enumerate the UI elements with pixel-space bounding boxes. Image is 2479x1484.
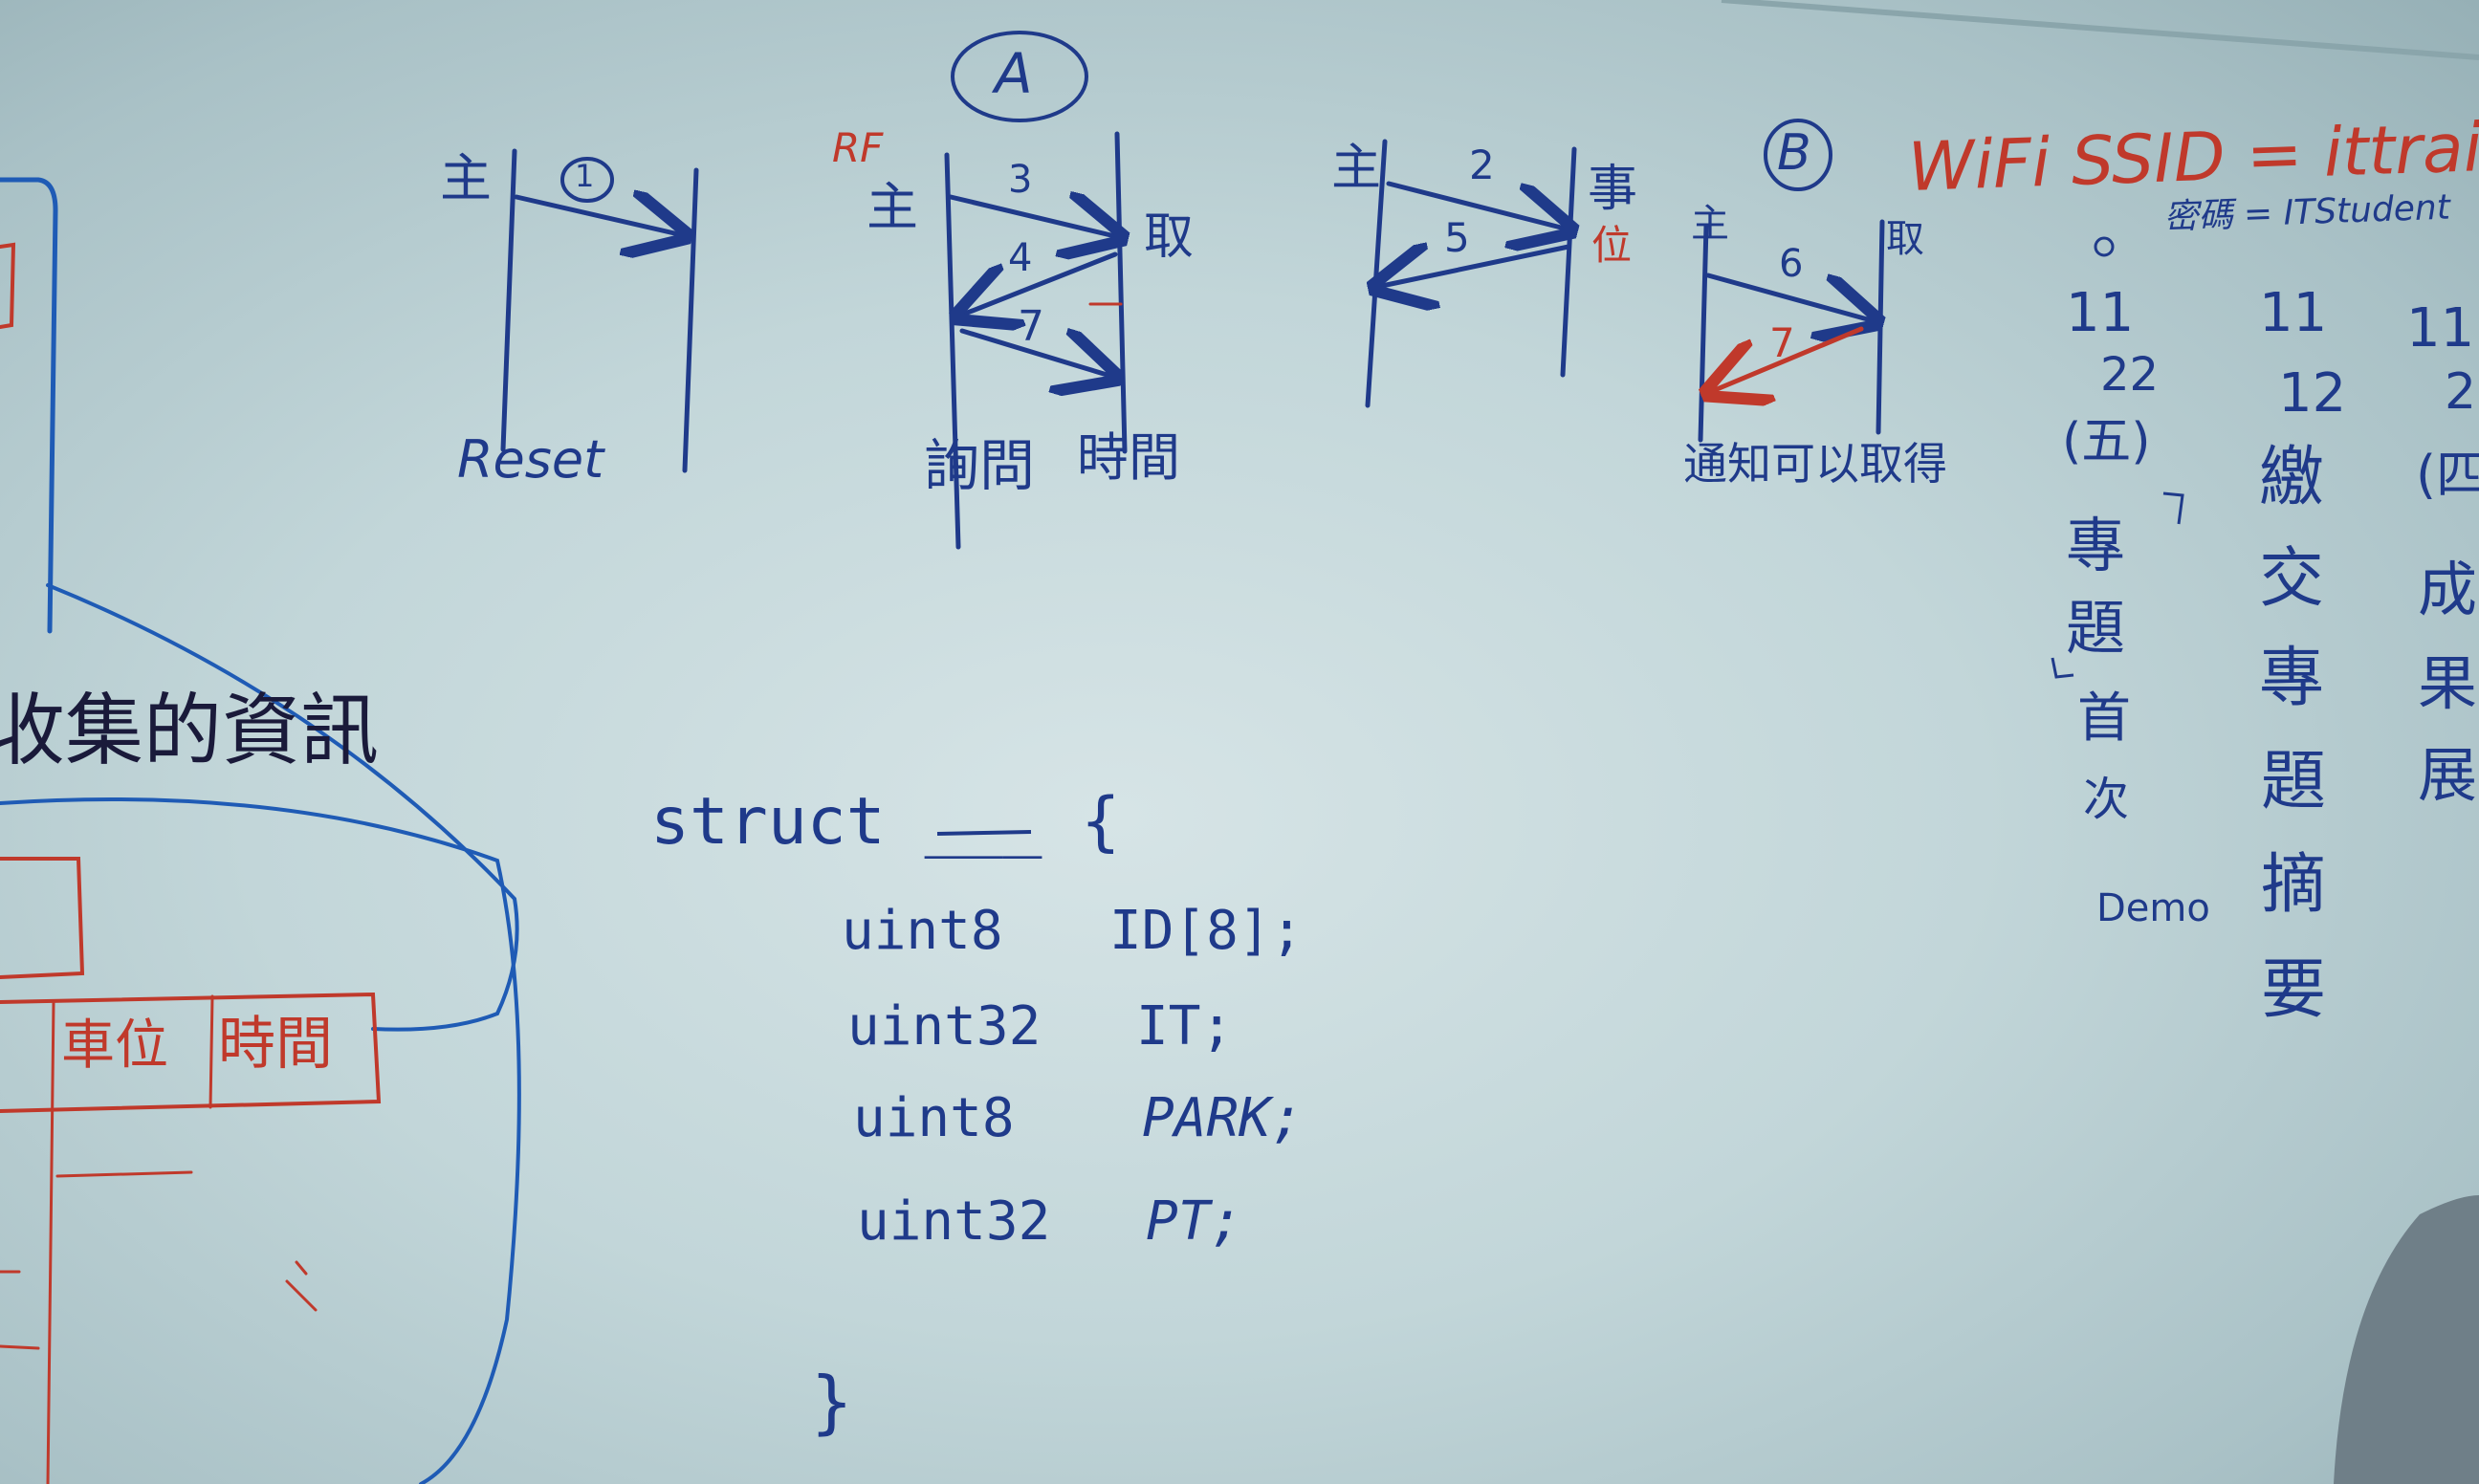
diagram-1-number: 1 xyxy=(575,158,595,194)
schedule-1-weekday: (五) xyxy=(2062,413,2151,470)
field-3-type: uint8 xyxy=(853,1087,1015,1149)
lifeline-right xyxy=(1114,131,1128,454)
diagram-a-arrow-3: 3 xyxy=(1008,158,1033,202)
diagram-b-right-label: 取 xyxy=(1886,217,1924,261)
schedule-2-char-3: 專 xyxy=(2259,641,2325,716)
diagram-a-circle-label: A xyxy=(995,41,1033,106)
circle-a xyxy=(951,31,1088,122)
diagram-b-arrow-7: 7 xyxy=(1769,319,1795,366)
diagram-b-bottom-label: 通知可以取得 xyxy=(1683,438,1947,490)
arrow-3 xyxy=(948,197,1119,237)
diagram-2-arrow-2: 2 xyxy=(1469,142,1495,188)
diagram-b-arrow-6: 6 xyxy=(1779,242,1804,286)
diagram-1-bottom-label: Reset xyxy=(457,429,604,490)
schedule-3-char-1: 成 xyxy=(2418,555,2478,624)
person-shoulder xyxy=(2334,1195,2479,1484)
diagram-2-lines xyxy=(1368,139,1577,408)
diagram-2-right-label: 事 xyxy=(1588,161,1638,218)
arrow-2 xyxy=(1386,181,1569,229)
field-3-name: PARK; xyxy=(1142,1087,1304,1149)
table-cell-parking: 車位 xyxy=(61,1015,168,1077)
circle-1 xyxy=(560,157,614,203)
schedule-2-date-bottom: 12 xyxy=(2278,362,2347,425)
arrow-1 xyxy=(514,197,683,235)
struct-closing: } xyxy=(811,1362,853,1442)
schedule-1-char-2: 題 xyxy=(2066,593,2126,663)
diagram-b-lines xyxy=(1698,119,1885,443)
arrow-6 xyxy=(1705,273,1875,321)
schedule-3-char-2: 果 xyxy=(2418,648,2478,718)
field-2-name: IT; xyxy=(1136,995,1234,1058)
schedule-2-char-5: 摘 xyxy=(2261,847,2327,923)
schedule-1-char-5: Demo xyxy=(2096,886,2210,930)
schedule-3-date-top: 11 xyxy=(2406,297,2475,360)
diagram-1-lines xyxy=(500,148,699,473)
arrow-5 xyxy=(1377,247,1571,287)
diagram-2-arrow-5: 5 xyxy=(1444,214,1470,261)
schedule-2-char-2: 交 xyxy=(2259,541,2325,617)
diagram-2-left-label: 主 xyxy=(1331,140,1382,197)
field-4-name: PT; xyxy=(1146,1190,1243,1253)
diagram-1-left-label: 主 xyxy=(440,148,492,208)
diagram-b-left-label: 主 xyxy=(1691,202,1729,246)
lifeline-left xyxy=(944,152,961,550)
diagram-b-circle-label: B xyxy=(1777,124,1811,182)
left-panel-heading: 收集的資訊 xyxy=(0,686,380,776)
schedule-2-date-top: 11 xyxy=(2259,282,2328,344)
schedule-1-char-1: 專 xyxy=(2066,511,2126,580)
schedule-1-char-4: 次 xyxy=(2083,773,2130,826)
schedule-3-char-3: 展 xyxy=(2418,740,2478,810)
lifeline-right xyxy=(1876,219,1885,435)
schedule-3-weekday: (四 xyxy=(2416,445,2479,505)
schedule-1-char-3: 首 xyxy=(2077,687,2131,750)
diagram-a-arrow-7: 7 xyxy=(1018,302,1044,351)
arrow-7-red xyxy=(1710,326,1864,392)
lifeline-right xyxy=(1560,146,1577,378)
diagram-a-lines xyxy=(944,31,1128,550)
table-cell-time: 時間 xyxy=(218,1011,333,1078)
diagram-a-rf-label: RF xyxy=(832,124,884,171)
lifeline-left xyxy=(1698,223,1709,443)
circle-b xyxy=(1764,119,1832,191)
schedule-3-date-bottom: 2 xyxy=(2445,363,2477,421)
lifeline-right xyxy=(682,167,699,473)
struct-header: struct ___ { xyxy=(650,784,1121,860)
schedule-2-char-6: 要 xyxy=(2261,952,2327,1028)
diagram-a-arrow-4: 4 xyxy=(1008,236,1033,280)
field-4-type: uint32 xyxy=(857,1190,1051,1253)
diagram-a-bottom-right: 時間 xyxy=(1077,427,1180,488)
diagram-a-bottom-left: 詢問 xyxy=(924,433,1036,498)
diagram-a-left-label: 主 xyxy=(867,177,918,237)
schedule-2-char-4: 題 xyxy=(2261,744,2327,819)
diagram-2-right-sub: 位 xyxy=(1591,222,1633,269)
schedule-1-date-bottom: 22 xyxy=(2100,348,2160,402)
field-1-type: uint8 xyxy=(842,900,1003,962)
schedule-2-char-1: 繳 xyxy=(2259,440,2325,515)
left-panel-lines xyxy=(0,177,521,1484)
arrow-7 xyxy=(959,331,1113,377)
arrow-4 xyxy=(960,251,1118,316)
lifeline-left xyxy=(500,148,517,452)
field-2-type: uint32 xyxy=(847,995,1042,1058)
field-1-name: ID[8]; xyxy=(1109,900,1304,962)
schedule-1-date-top: 11 xyxy=(2066,282,2135,344)
diagram-a-right-label: 取 xyxy=(1144,208,1195,266)
wifi-password: 密碼 = ITStudent xyxy=(2162,187,2451,237)
